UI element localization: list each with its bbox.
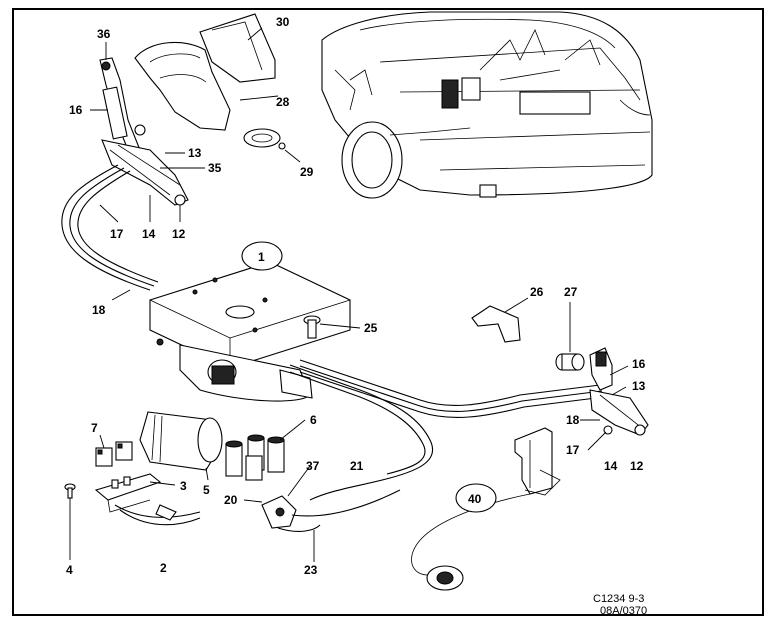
callout-26: 26: [530, 285, 544, 299]
reference-code-line1: C1234 9-3: [593, 593, 644, 605]
callout-2: 2: [160, 561, 167, 575]
callout-36: 36: [97, 27, 111, 41]
callout-20: 20: [224, 493, 238, 507]
callout-40: 40: [468, 492, 482, 506]
bolt-25: [303, 315, 321, 339]
sensor-20: [261, 489, 401, 532]
motor-5: [139, 411, 223, 471]
callout-6: 6: [310, 413, 317, 427]
callout-13: 13: [188, 146, 202, 160]
bellows-parts: [134, 13, 286, 150]
callout-1: 1: [258, 250, 265, 264]
car-rear-illustration: [321, 11, 653, 199]
callout-4: 4: [66, 563, 73, 577]
reference-code-line2: 08A/0370: [600, 605, 647, 617]
callout-16: 16: [69, 103, 83, 117]
right-hood-cylinder-assembly: [589, 347, 649, 436]
callout-14: 14: [142, 227, 156, 241]
callout-16-right: 16: [632, 357, 646, 371]
plug-27: [555, 353, 585, 371]
callout-30: 30: [276, 15, 290, 29]
leader-lines: [69, 27, 629, 562]
callout-18: 18: [92, 303, 106, 317]
callout-29: 29: [300, 165, 314, 179]
callout-13-right: 13: [632, 379, 646, 393]
hydraulic-pump-unit: [149, 261, 351, 402]
callout-40-circle: [455, 483, 497, 513]
hydraulic-lines-left: [61, 164, 159, 291]
callout-18-right: 18: [566, 413, 580, 427]
left-hood-cylinder-assembly: [99, 57, 189, 206]
callout-25: 25: [364, 321, 378, 335]
callout-35: 35: [208, 161, 222, 175]
callout-5: 5: [203, 483, 210, 497]
callout-37: 37: [306, 459, 320, 473]
valves-6: [225, 434, 285, 481]
callout-3: 3: [180, 479, 187, 493]
elbow-26: [471, 305, 521, 343]
hydraulic-lines-right: [289, 359, 605, 501]
callout-21: 21: [350, 459, 364, 473]
callout-17: 17: [110, 227, 124, 241]
callout-12-right: 12: [630, 459, 644, 473]
relays-7: [95, 441, 133, 467]
callout-28: 28: [276, 95, 290, 109]
callout-labels: 36 16 13 35 17 14 12 30 28 29 1 18 25 26…: [66, 15, 646, 577]
switch-assembly-40: [411, 427, 561, 591]
callout-27: 27: [564, 285, 578, 299]
relay-bracket-3: [94, 473, 201, 526]
callout-14-right: 14: [604, 459, 618, 473]
callout-7: 7: [91, 421, 98, 435]
screw-4: [64, 483, 76, 499]
callout-12: 12: [172, 227, 186, 241]
callout-23: 23: [304, 563, 318, 577]
callout-1-circle: [241, 241, 283, 271]
callout-17-right: 17: [566, 443, 580, 457]
